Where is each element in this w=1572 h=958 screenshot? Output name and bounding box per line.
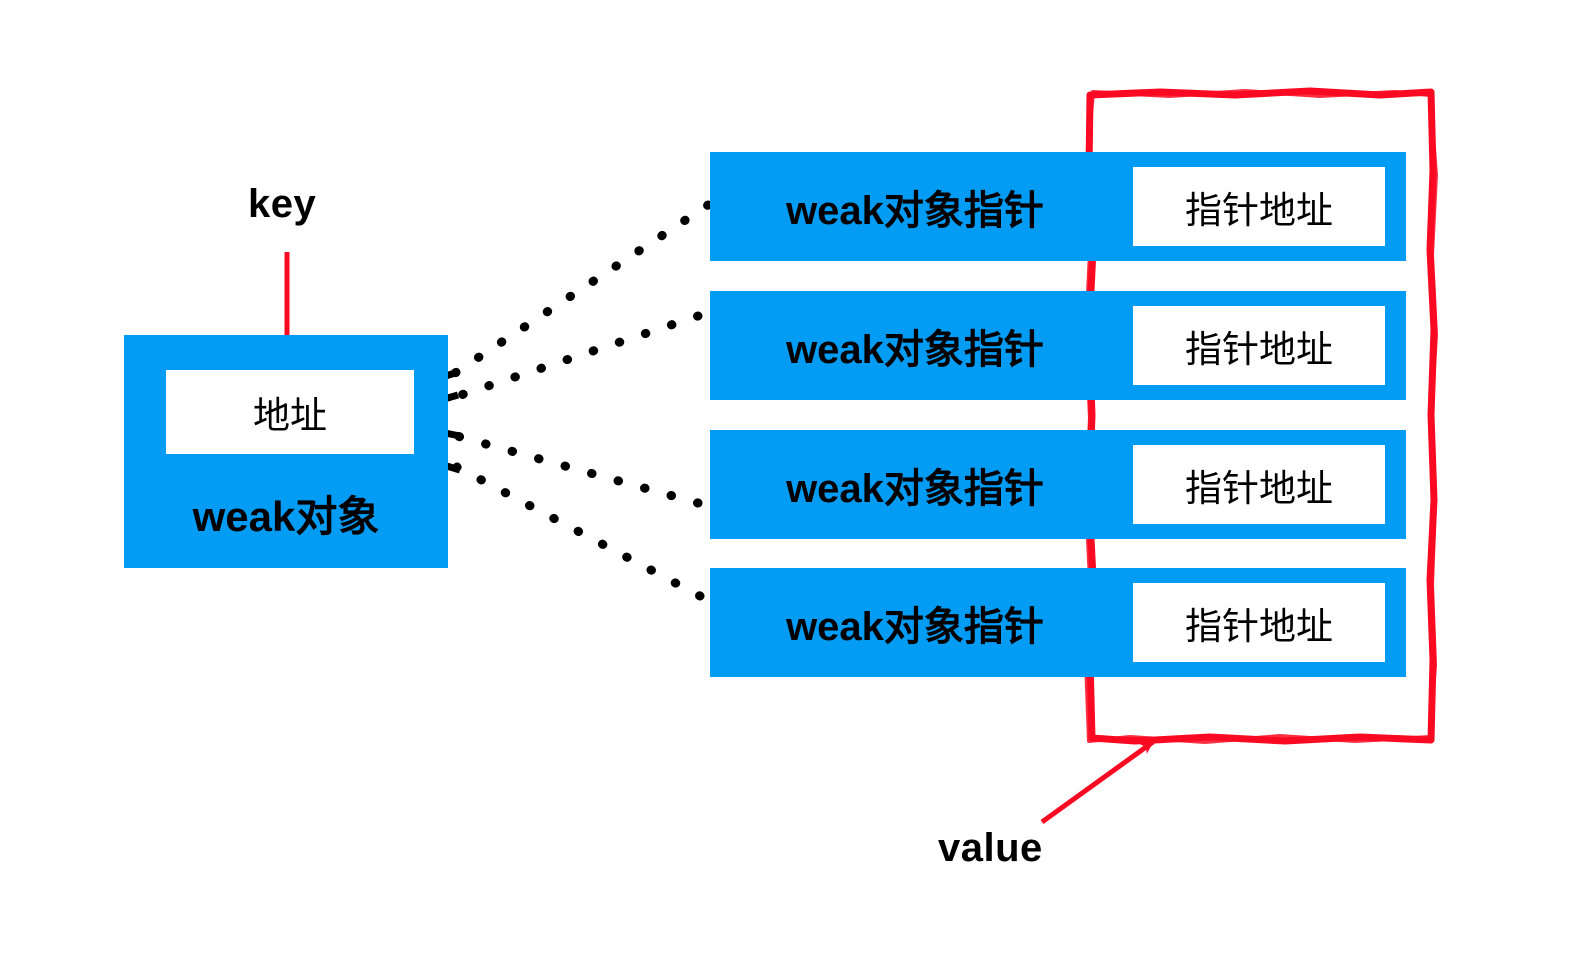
entry-address-box: 指针地址: [1133, 167, 1385, 246]
weak-object-address-field: 地址: [166, 370, 414, 454]
value-label: value: [938, 826, 1043, 870]
entry-pointer-label: weak对象指针: [786, 604, 1044, 649]
entry-address-box: 指针地址: [1133, 583, 1385, 662]
entry-row: weak对象指针 指针地址: [710, 430, 1406, 539]
entry-pointer-label: weak对象指针: [786, 188, 1044, 233]
entry-row: weak对象指针 指针地址: [710, 291, 1406, 400]
entry-pointer-label: weak对象指针: [786, 327, 1044, 372]
entry-pointer-label: weak对象指针: [786, 466, 1044, 511]
dotted-connector-2: [450, 311, 703, 402]
value-arrow: [1040, 739, 1155, 825]
dotted-connector-3: [452, 431, 703, 508]
entry-row: weak对象指针 指针地址: [710, 568, 1406, 677]
dotted-connector-group: [450, 200, 713, 601]
dotted-connector-4: [452, 462, 705, 601]
entry-row: weak对象指针 指针地址: [710, 152, 1406, 261]
entry-address-box: 指针地址: [1133, 445, 1385, 524]
weak-object-caption: weak对象: [192, 493, 380, 540]
key-label: key: [248, 182, 317, 226]
dotted-connector-1: [450, 200, 713, 378]
weak-object-box: 地址 weak对象: [124, 335, 448, 568]
entry-address-box: 指针地址: [1133, 306, 1385, 385]
